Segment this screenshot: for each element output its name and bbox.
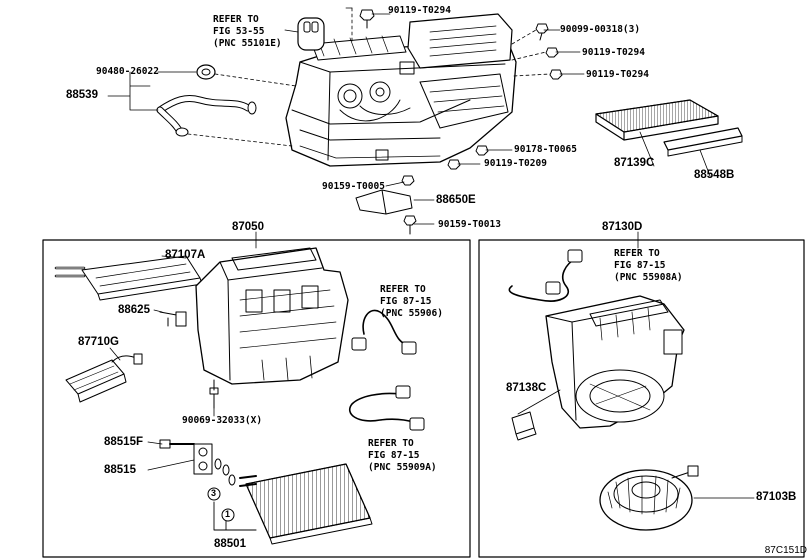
ref-line: REFER TO xyxy=(380,284,426,295)
screw-90178-t0065 xyxy=(476,146,488,155)
ref-line: (PNC 55101E) xyxy=(213,38,282,49)
harness-55908a xyxy=(509,250,582,301)
label-90159-t0005: 90159-T0005 xyxy=(322,181,385,192)
label-87103b: 87103B xyxy=(756,491,797,503)
heater-core-87107a xyxy=(56,256,202,300)
label-88625: 88625 xyxy=(118,304,150,316)
ref-55906: REFER TO FIG 87-15 (PNC 55906) xyxy=(380,284,443,320)
heater-unit-87050 xyxy=(196,248,348,390)
label-90119-t0294-b: 90119-T0294 xyxy=(582,47,645,58)
ref-line: REFER TO xyxy=(614,248,660,259)
leader-lines xyxy=(108,8,754,530)
screw-90099-00318 xyxy=(536,24,548,40)
label-87050: 87050 xyxy=(232,221,264,233)
label-87130d: 87130D xyxy=(602,221,643,233)
label-88515f: 88515F xyxy=(104,436,144,448)
screw-90119-t0294-b xyxy=(546,48,558,57)
ref-line: (PNC 55909A) xyxy=(368,462,437,473)
sensor-88625 xyxy=(160,312,186,326)
label-88515: 88515 xyxy=(104,464,136,476)
connector-87138c xyxy=(512,412,536,440)
callout-circle-3 xyxy=(208,488,220,500)
ref-line: FIG 87-15 xyxy=(614,260,666,271)
screw-90119-t0294-top xyxy=(360,10,374,28)
callout-circle-1 xyxy=(222,509,234,521)
ref-55101e: REFER TO FIG 53-55 (PNC 55101E) xyxy=(213,14,282,50)
air-filter-87139c xyxy=(596,100,718,140)
o-rings xyxy=(215,459,235,485)
label-87138c: 87138C xyxy=(506,382,547,394)
label-87139c: 87139C xyxy=(614,157,655,169)
ref-line: REFER TO xyxy=(213,14,259,25)
blower-unit-87130d xyxy=(546,296,684,428)
screw-90159-t0013 xyxy=(404,216,416,234)
drain-hose-88539 xyxy=(160,98,256,136)
label-87710g: 87710G xyxy=(78,336,119,348)
callout-text-3: 3 xyxy=(211,488,217,498)
label-90069-32033: 90069-32033(X) xyxy=(182,415,263,426)
screw-90159-t0005 xyxy=(402,176,414,185)
ref-line: FIG 87-15 xyxy=(368,450,420,461)
filter-cover-88548b xyxy=(664,128,742,156)
box-87050 xyxy=(43,240,470,557)
heater-unit-assembly-top xyxy=(286,8,516,166)
ref-55909a: REFER TO FIG 87-15 (PNC 55909A) xyxy=(368,438,437,474)
expansion-valve-88515 xyxy=(194,444,212,474)
label-87107a: 87107A xyxy=(165,249,206,261)
harness-55909a xyxy=(350,386,424,430)
box-87130d xyxy=(479,240,804,557)
bracket-88650e xyxy=(356,190,412,214)
label-88501: 88501 xyxy=(214,538,246,550)
label-90480-26022: 90480-26022 xyxy=(96,66,159,77)
ref-line: FIG 87-15 xyxy=(380,296,432,307)
label-88539: 88539 xyxy=(66,89,98,101)
label-90099-00318: 90099-00318(3) xyxy=(560,24,641,35)
label-88650e: 88650E xyxy=(436,194,476,206)
grommet-90480-26022 xyxy=(197,65,215,79)
evaporator-88501 xyxy=(240,464,372,544)
label-90178-t0065: 90178-T0065 xyxy=(514,144,577,155)
label-90159-t0013: 90159-T0013 xyxy=(438,219,501,230)
figure-code: 87C151D xyxy=(764,545,807,556)
ref-55908a: REFER TO FIG 87-15 (PNC 55908A) xyxy=(614,248,683,284)
label-90119-t0209: 90119-T0209 xyxy=(484,158,547,169)
callout-text-1: 1 xyxy=(225,509,231,519)
screw-90119-t0294-c xyxy=(550,70,562,79)
label-90119-t0294-c: 90119-T0294 xyxy=(586,69,649,80)
ref-line: (PNC 55906) xyxy=(380,308,443,319)
ref-line: (PNC 55908A) xyxy=(614,272,683,283)
label-90119-t0294-top: 90119-T0294 xyxy=(388,5,451,16)
label-88548b: 88548B xyxy=(694,169,735,181)
blower-motor-87103b xyxy=(600,466,698,530)
valve-88515f xyxy=(160,440,194,448)
resistor-87710g xyxy=(66,354,142,402)
ref-line: FIG 53-55 xyxy=(213,26,265,37)
ref-line: REFER TO xyxy=(368,438,414,449)
harness-55906 xyxy=(352,310,416,354)
screw-90119-t0209 xyxy=(448,160,460,169)
bolt-90069-32033 xyxy=(210,388,218,408)
